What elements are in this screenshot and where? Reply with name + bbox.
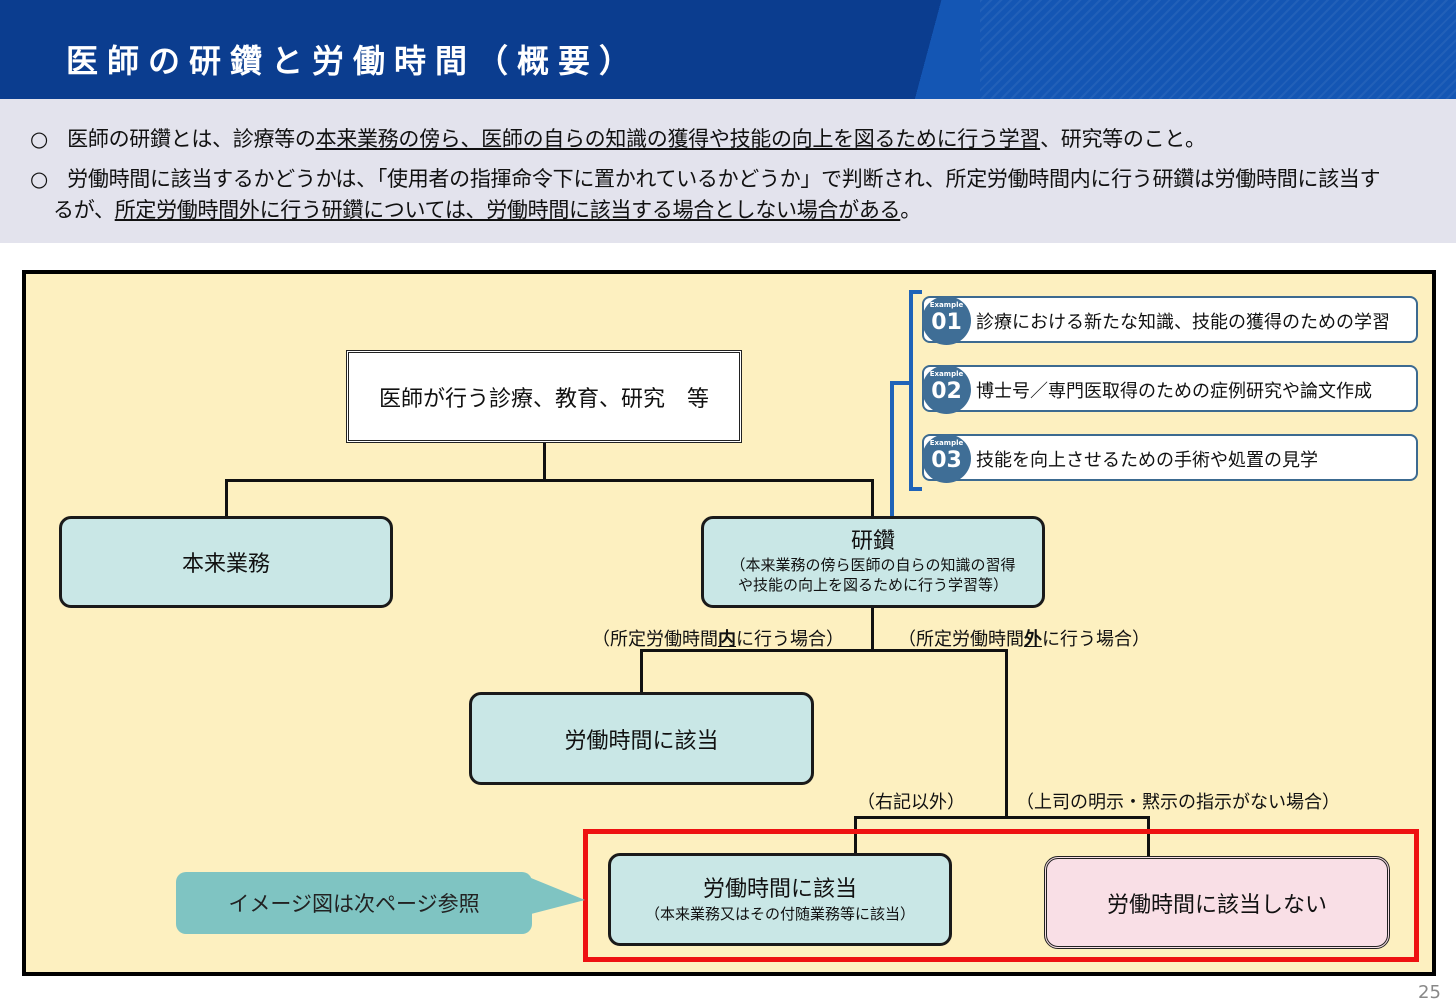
activities-box: 医師が行う診療、教育、研究 等 [346, 350, 742, 443]
example-badge-number: 01 [931, 310, 962, 335]
summary-text: 。 [900, 198, 921, 222]
not-rodo-label: 労働時間に該当しない [1106, 892, 1327, 918]
summary-text-underlined: 本来業務の傍ら、医師の自らの知識の獲得や技能の向上を図るために行う学習 [315, 127, 1041, 151]
callout-next-page: イメージ図は次ページ参照 [176, 872, 532, 934]
example-badge-number: 03 [931, 448, 962, 473]
rodo-gaito-box: 労働時間に該当 [469, 692, 814, 785]
condition-text: （所定労働時間 [592, 629, 718, 650]
condition-text: に行う場合） [736, 629, 844, 650]
connector-line [871, 606, 874, 652]
honrai-gyomu-label: 本来業務 [181, 552, 270, 577]
header-banner: 医師の研鑽と労働時間（概要） [0, 0, 1456, 99]
condition-text: に行う場合） [1042, 629, 1150, 650]
connector-line [854, 816, 857, 856]
example-bracket [909, 487, 922, 491]
example-badge-word: Example [929, 370, 964, 378]
bottom-gaito-box: 労働時間に該当 （本来業務又はその付随業務等に該当） [608, 853, 952, 946]
header-decoration [980, 0, 1456, 99]
summary-line-2: ○ 労働時間に該当するかどうかは、「使用者の指揮命令下に置かれているかどうか」で… [30, 163, 1381, 193]
connector-line [640, 649, 1008, 652]
example-bracket [890, 381, 894, 517]
example-badge-word: Example [929, 439, 964, 447]
connector-line [871, 479, 874, 519]
example-bracket [890, 381, 911, 385]
condition-inside-hours: （所定労働時間内に行う場合） [592, 625, 844, 651]
example-bracket [909, 290, 913, 491]
summary-section: ○ 医師の研鑽とは、診療等の本来業務の傍ら、医師の自らの知識の獲得や技能の向上を… [0, 99, 1456, 243]
example-item-01: Example 01 診療における新たな知識、技能の獲得のための学習 [922, 296, 1418, 345]
summary-text: 医師の研鑽とは、診療等の [67, 127, 316, 151]
condition-text: （所定労働時間 [898, 629, 1024, 650]
bullet: ○ [30, 167, 49, 191]
example-badge-word: Example [929, 301, 964, 309]
example-badge-number: 02 [931, 379, 962, 404]
connector-line [543, 441, 546, 481]
summary-text: るが、 [53, 198, 115, 222]
example-item-03: Example 03 技能を向上させるための手術や処置の見学 [922, 434, 1418, 483]
kensan-description: （本来業務の傍ら医師の自らの知識の習得 [730, 556, 1016, 574]
connector-line [854, 816, 1150, 819]
header-decoration [900, 0, 1456, 99]
example-badge: Example 01 [922, 296, 971, 345]
condition-outside-hours: （所定労働時間外に行う場合） [898, 625, 1150, 651]
not-rodo-box: 労働時間に該当しない [1044, 856, 1390, 949]
condition-emphasis: 内 [718, 629, 736, 650]
connector-line [225, 479, 228, 519]
rodo-gaito-label: 労働時間に該当 [564, 728, 719, 754]
connector-line [640, 649, 643, 695]
bottom-gaito-title: 労働時間に該当 [702, 876, 857, 902]
summary-text-underlined: 所定労働時間外に行う研鑽については、労働時間に該当する場合としない場合がある [114, 198, 901, 222]
connector-line [225, 479, 874, 482]
bullet: ○ [30, 127, 49, 151]
connector-line [1005, 649, 1008, 819]
kensan-description: や技能の向上を図るために行う学習等） [737, 576, 1008, 594]
highlight-frame [583, 829, 1419, 962]
page-number: 25 [1418, 982, 1441, 1003]
condition-other: （右記以外） [857, 792, 965, 813]
kensan-box: 研鑽 （本来業務の傍ら医師の自らの知識の習得 や技能の向上を図るために行う学習等… [701, 516, 1045, 608]
example-badge: Example 02 [922, 365, 971, 414]
example-badge: Example 03 [922, 434, 971, 483]
summary-line-3: るが、所定労働時間外に行う研鑽については、労働時間に該当する場合としない場合があ… [53, 194, 921, 224]
page-title: 医師の研鑽と労働時間（概要） [66, 42, 641, 80]
example-item-02: Example 02 博士号／専門医取得のための症例研究や論文作成 [922, 365, 1418, 414]
summary-text: 、研究等のこと。 [1040, 127, 1206, 151]
activities-label: 医師が行う診療、教育、研究 等 [378, 386, 709, 412]
callout-tail [531, 878, 585, 914]
condition-emphasis: 外 [1024, 629, 1042, 650]
example-text: 診療における新たな知識、技能の獲得のための学習 [976, 312, 1390, 333]
bottom-gaito-sub: （本来業務又はその付随業務等に該当） [644, 904, 915, 923]
summary-text: 労働時間に該当するかどうかは、「使用者の指揮命令下に置かれているかどうか」で判断… [67, 167, 1381, 191]
example-text: 博士号／専門医取得のための症例研究や論文作成 [976, 381, 1372, 402]
honrai-gyomu-box: 本来業務 [59, 516, 393, 608]
connector-line [1147, 816, 1150, 858]
kensan-title: 研鑽 [850, 529, 895, 554]
condition-no-instruction: （上司の明示・黙示の指示がない場合） [1016, 792, 1340, 813]
example-bracket [909, 290, 922, 294]
summary-line-1: ○ 医師の研鑽とは、診療等の本来業務の傍ら、医師の自らの知識の獲得や技能の向上を… [30, 123, 1206, 153]
example-text: 技能を向上させるための手術や処置の見学 [976, 450, 1318, 471]
